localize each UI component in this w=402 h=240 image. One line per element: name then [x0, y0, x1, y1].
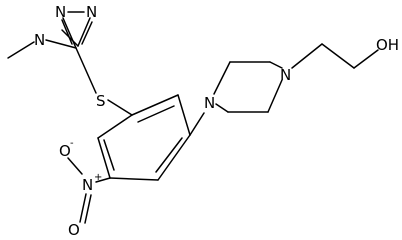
atom-sulfur: S [96, 92, 106, 110]
bond-benzene-2 [177, 94, 191, 136]
bond-n-ch2 [291, 43, 323, 69]
atom-piperazine-n-top: N [280, 66, 291, 84]
bond-benzene-inner-2 [155, 137, 183, 173]
atom-n-triazole-methyl: N [34, 31, 45, 49]
atom-piperazine-n-left: N [204, 94, 215, 112]
bond-sulfur-benzene [107, 99, 133, 116]
bond-benzene-3 [157, 134, 191, 181]
bond-n-methyl [7, 41, 35, 59]
atom-n-triazole-top-right: N [86, 3, 97, 21]
bond-ch2-oh [353, 49, 379, 69]
bond-benzene-5 [97, 137, 111, 179]
bond-benzene-nitro [95, 177, 111, 183]
bond-triazole-cs-n [62, 17, 77, 49]
atom-hydroxyl: OH [376, 36, 399, 54]
charge-nitro-n: + [94, 172, 102, 183]
bond-triazole-double-1 [61, 19, 73, 45]
bond-nitro-o-double-a [79, 193, 87, 223]
bond-benzene-4 [109, 177, 159, 181]
bond-piperazine-4 [267, 79, 283, 113]
bond-benzene-6 [97, 114, 133, 139]
bond-piperazine-3 [269, 61, 283, 69]
bond-benzene-inner-1 [137, 105, 175, 123]
bond-triazole-nme-cs [45, 39, 77, 49]
charge-nitro-o-minus: - [70, 138, 74, 149]
bond-piperazine-1 [213, 61, 231, 95]
bond-benzene-inner-3 [103, 139, 115, 171]
bond-nitro-o-double-b [84, 194, 92, 224]
atom-nitro-o-minus: O [59, 142, 71, 160]
bond-ch2-ch2 [321, 43, 355, 69]
atom-nitro-o-double: O [68, 221, 80, 237]
bond-benzene-1 [131, 94, 179, 116]
bond-piperazine-6 [215, 103, 229, 113]
bond-triazole-sulfur [75, 47, 97, 94]
bond-nitro-o-minus [67, 157, 83, 175]
bond-triazole-n-ch [77, 17, 91, 47]
atom-n-triazole-top-left: N [55, 3, 66, 21]
atom-nitro-n: N [82, 176, 93, 194]
bond-benzene-piperazine [189, 112, 205, 136]
bond-triazole-double-2 [81, 21, 93, 45]
